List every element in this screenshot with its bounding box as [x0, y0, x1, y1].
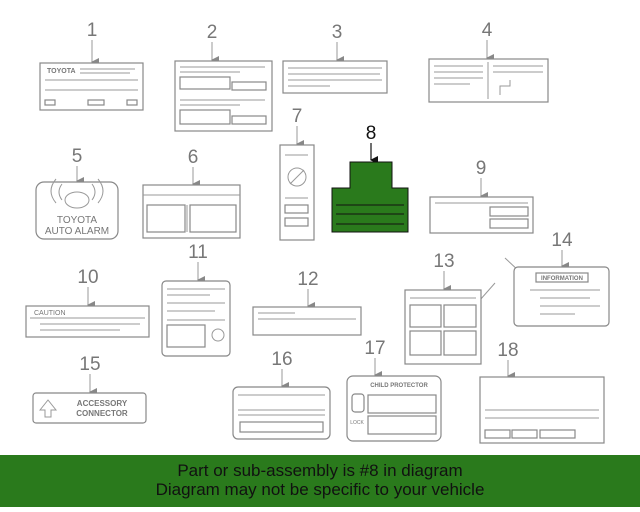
banner-line-1: Part or sub-assembly is #8 in diagram	[177, 461, 463, 480]
part-2[interactable]: 2	[174, 22, 273, 132]
part-3[interactable]: 3	[282, 22, 388, 94]
part-16[interactable]: 16	[232, 349, 331, 440]
part-14[interactable]: 14 INFORMATION	[504, 230, 610, 327]
callout-9: 9	[476, 158, 487, 179]
banner-line-2: Diagram may not be specific to your vehi…	[155, 480, 485, 499]
callout-7: 7	[292, 106, 303, 127]
callout-6: 6	[188, 147, 199, 168]
part-15[interactable]: 15 ACCESSORY CONNECTOR	[32, 354, 147, 424]
part-11[interactable]: 11	[161, 242, 231, 357]
label-lock: LOCK	[350, 420, 364, 426]
callout-2: 2	[207, 22, 218, 43]
label-alarm-line2: AUTO ALARM	[45, 226, 109, 237]
callout-10: 10	[77, 267, 98, 288]
part-7[interactable]: 7	[279, 106, 315, 241]
callout-4: 4	[482, 20, 493, 41]
callout-3: 3	[332, 22, 343, 43]
callout-1: 1	[87, 20, 98, 41]
parts-diagram: 1 TOYOTA 2 3 4 5	[25, 20, 610, 444]
part-12[interactable]: 12	[252, 269, 362, 336]
label-child-protector: CHILD PROTECTOR	[370, 383, 428, 389]
label-accessory-line2: CONNECTOR	[76, 409, 128, 418]
label-information: INFORMATION	[541, 276, 583, 282]
part-10[interactable]: 10 CAUTION	[25, 267, 150, 338]
part-17[interactable]: 17 CHILD PROTECTOR LOCK	[346, 338, 442, 442]
callout-8: 8	[366, 123, 377, 144]
part-9[interactable]: 9	[429, 158, 534, 234]
callout-17: 17	[364, 338, 385, 359]
part-6[interactable]: 6	[142, 147, 241, 239]
callout-13: 13	[433, 251, 454, 272]
part-1[interactable]: 1 TOYOTA	[39, 20, 144, 111]
part-5[interactable]: 5 TOYOTA AUTO ALARM	[35, 146, 119, 240]
label-alarm-line1: TOYOTA	[57, 215, 98, 226]
callout-16: 16	[271, 349, 292, 370]
label-accessory-line1: ACCESSORY	[77, 399, 128, 408]
part-18[interactable]: 18	[479, 340, 605, 444]
callout-11: 11	[188, 242, 208, 263]
callout-12: 12	[297, 269, 318, 290]
part-13[interactable]: 13	[404, 251, 496, 365]
part-8-highlighted[interactable]: 8	[331, 123, 409, 233]
notice-banner: Part or sub-assembly is #8 in diagram Di…	[0, 455, 640, 507]
callout-18: 18	[497, 340, 518, 361]
label-caution: CAUTION	[34, 310, 66, 317]
callout-5: 5	[72, 146, 83, 167]
label-toyota: TOYOTA	[47, 68, 76, 75]
part-4[interactable]: 4	[428, 20, 549, 103]
callout-15: 15	[79, 354, 100, 375]
callout-14: 14	[551, 230, 573, 251]
